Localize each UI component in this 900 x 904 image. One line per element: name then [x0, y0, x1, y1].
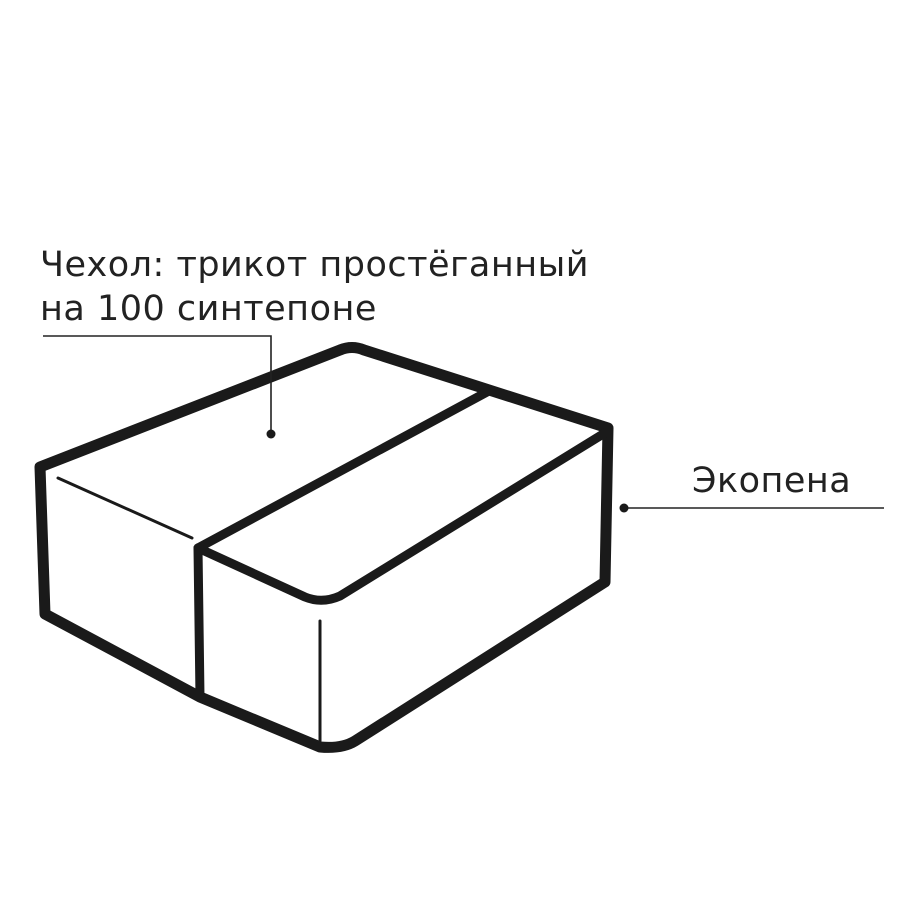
foam-leader-dot [619, 503, 629, 513]
front-top-edge [193, 426, 613, 605]
cover-label-line-2: на 100 синтепоне [40, 289, 377, 329]
front-left-edge [193, 543, 205, 702]
foam-label: Экопена [692, 461, 852, 501]
cover-label-line-1: Чехол: трикот простёганный [40, 245, 590, 285]
cover-leader-dot [266, 429, 276, 439]
left-top-edge [56, 476, 194, 540]
block-outline [34, 342, 614, 753]
cover-leader [43, 335, 276, 439]
cover-band-edge [193, 387, 492, 553]
foam-leader [619, 503, 884, 513]
